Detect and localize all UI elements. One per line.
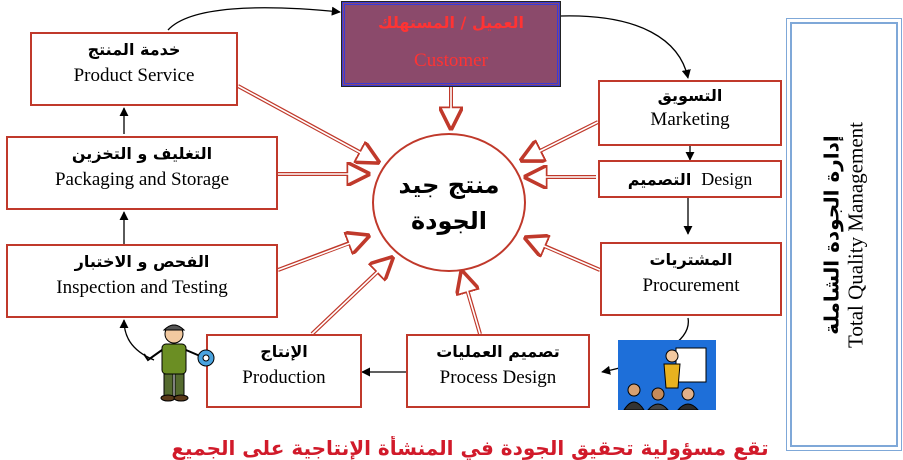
production-box: الإنتاج Production [206,334,362,408]
customer-label-en: Customer [414,50,488,71]
tqm-label-en: Total Quality Management [843,121,868,348]
marketing-label-ar: التسويق [657,86,723,105]
inspection-testing-label-en: Inspection and Testing [56,277,228,298]
packaging-storage-label-en: Packaging and Storage [54,169,230,190]
procurement-label-en: Procurement [642,275,740,296]
packaging-storage-box: التغليف و التخزين Packaging and Storage [6,136,278,210]
procurement-label-ar: المشتريات [649,250,733,269]
center-label-line1: منتج جيد [398,170,500,199]
marketing-label-en: Marketing [650,109,730,130]
center-circle: منتج جيد الجودة [372,133,526,272]
customer-label-ar: العميل / المستهلك [377,13,525,32]
worker-clipart [143,324,215,402]
design-label-en: Design [701,168,753,189]
inspection-testing-label-ar: الفحص و الاختبار [74,252,210,271]
tqm-panel: إدارة الجودة الشاملة Total Quality Manag… [786,18,902,451]
product-service-box: خدمة المنتج Product Service [30,32,238,106]
center-label-line2: الجودة [410,206,488,235]
marketing-box: التسويق Marketing [598,80,782,146]
process-design-box: تصميم العمليات Process Design [406,334,590,408]
production-label-en: Production [242,367,326,388]
product-service-label-en: Product Service [73,65,195,86]
meeting-clipart [618,340,716,410]
design-label-ar: التصميم [627,169,692,189]
product-service-label-ar: خدمة المنتج [87,40,181,59]
packaging-storage-label-ar: التغليف و التخزين [71,144,213,163]
procurement-box: المشتريات Procurement [600,242,782,316]
tqm-label-ar: إدارة الجودة الشاملة [819,134,844,335]
production-label-ar: الإنتاج [260,342,308,361]
process-design-label-en: Process Design [439,367,557,388]
customer-box: العميل / المستهلك Customer [341,1,561,87]
process-design-label-ar: تصميم العمليات [436,342,560,361]
inspection-testing-box: الفحص و الاختبار Inspection and Testing [6,244,278,318]
design-box: التصميم Design [598,160,782,198]
bottom-note: تقع مسؤولية تحقيق الجودة في المنشأة الإن… [171,436,769,460]
